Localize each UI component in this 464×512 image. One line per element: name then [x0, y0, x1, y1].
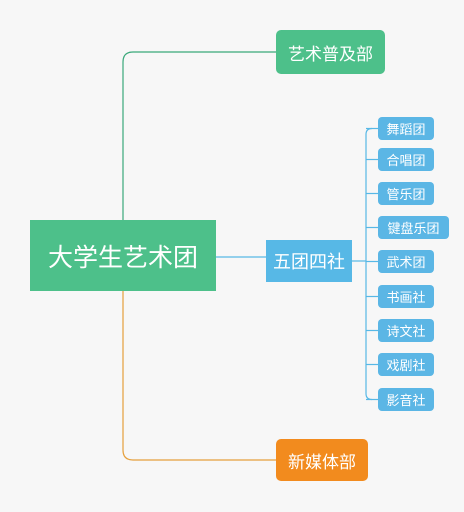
leaf-label: 影音社 — [386, 394, 426, 409]
leaf-node[interactable]: 影音社 — [378, 388, 434, 411]
branch-art-label: 艺术普及部 — [288, 44, 373, 65]
leaf-label: 合唱团 — [386, 154, 426, 169]
leaf-node[interactable]: 戏剧社 — [378, 353, 434, 376]
root-node[interactable]: 大学生艺术团 — [30, 220, 216, 291]
leaf-node[interactable]: 舞蹈团 — [378, 117, 434, 140]
branch-five-label: 五团四社 — [273, 252, 345, 273]
leaf-label: 管乐团 — [386, 188, 426, 203]
connector-media — [122, 291, 276, 461]
branch-five-groups-four-clubs[interactable]: 五团四社 — [266, 240, 352, 282]
leaf-label: 舞蹈团 — [386, 123, 426, 138]
leaf-node[interactable]: 诗文社 — [378, 319, 434, 342]
leaf-node[interactable]: 键盘乐团 — [378, 216, 449, 239]
leaf-label: 诗文社 — [386, 325, 426, 340]
leaf-node[interactable]: 武术团 — [378, 250, 434, 273]
bracket-spine — [365, 127, 373, 401]
leaf-label: 戏剧社 — [386, 359, 426, 374]
leaf-label: 武术团 — [386, 256, 426, 271]
root-label: 大学生艺术团 — [47, 242, 198, 272]
connector-art — [122, 51, 276, 220]
leaf-node[interactable]: 合唱团 — [378, 148, 434, 171]
leaf-connectors — [352, 127, 378, 401]
leaf-label: 书画社 — [386, 291, 426, 306]
leaf-node[interactable]: 书画社 — [378, 285, 434, 308]
leaf-node[interactable]: 管乐团 — [378, 182, 434, 205]
branch-art-popularization[interactable]: 艺术普及部 — [276, 30, 385, 74]
branch-new-media[interactable]: 新媒体部 — [276, 439, 368, 481]
branch-media-label: 新媒体部 — [288, 452, 356, 473]
leaf-label: 键盘乐团 — [387, 222, 440, 237]
